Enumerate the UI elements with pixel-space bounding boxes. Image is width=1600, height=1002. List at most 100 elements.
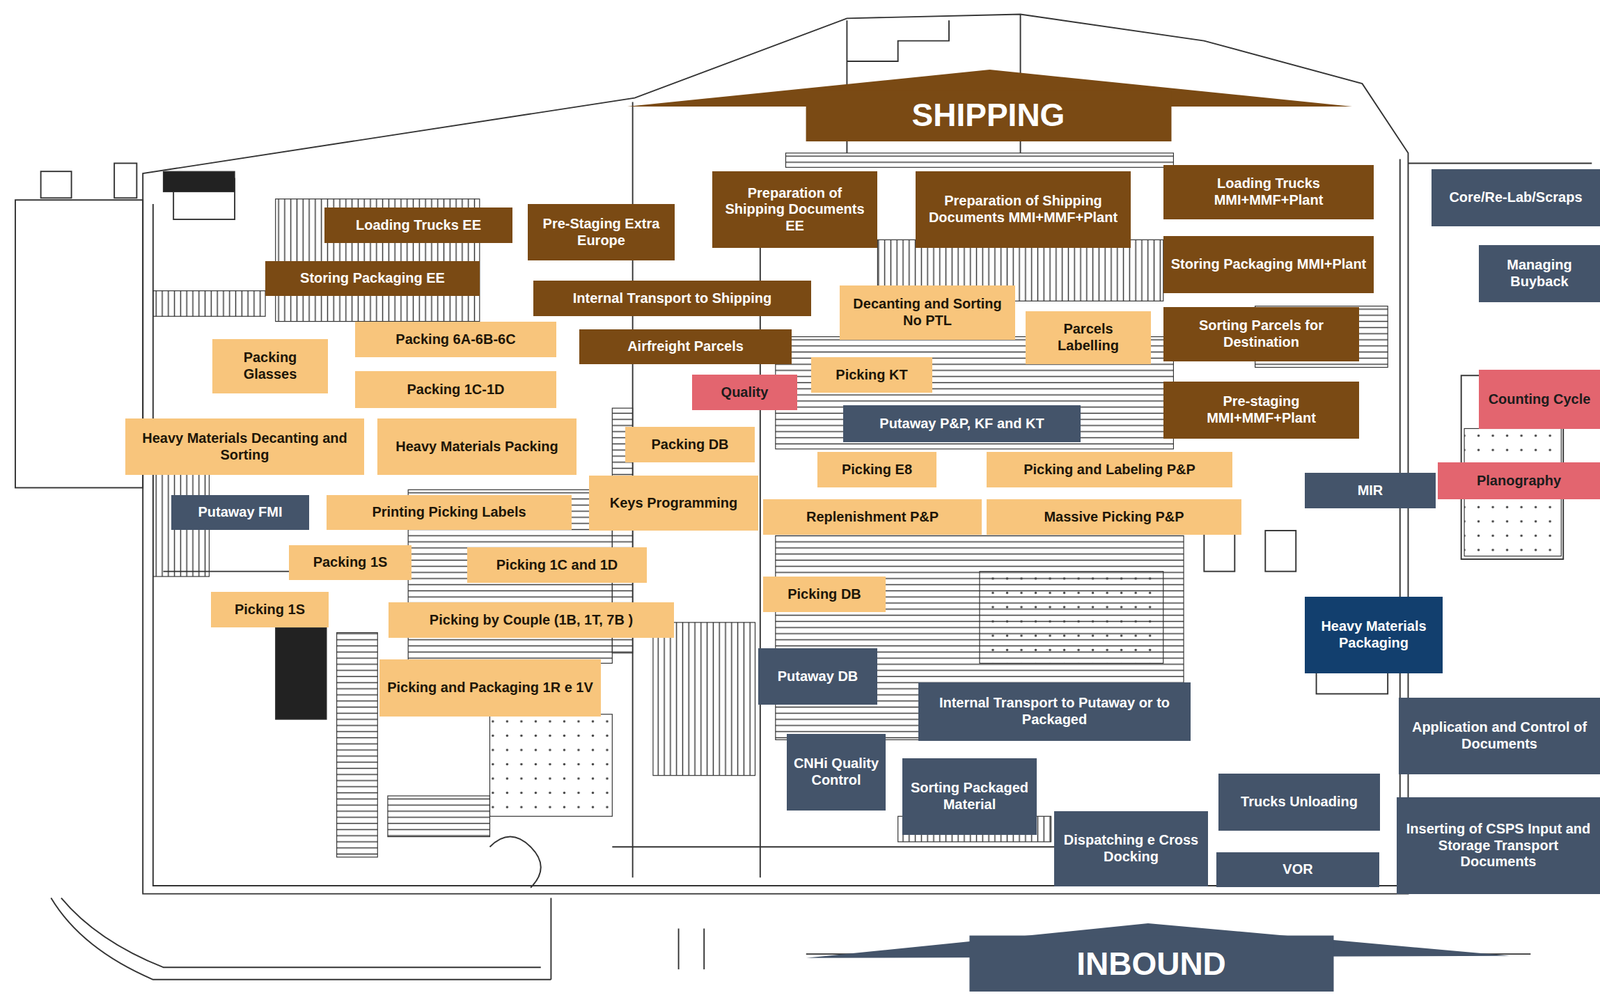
area-label: Picking E8 xyxy=(841,461,913,479)
quality-box: Counting Cycle xyxy=(1478,369,1600,429)
area-label: Counting Cycle xyxy=(1488,391,1591,409)
inbound-box: VOR xyxy=(1216,852,1380,888)
task-box: Picking 1S xyxy=(210,591,329,628)
arrow-body xyxy=(806,89,1172,142)
area-label: Quality xyxy=(721,384,769,402)
inbound-box: Trucks Unloading xyxy=(1218,773,1380,831)
area-label: Preparation of Shipping Documents EE xyxy=(717,185,872,235)
area-label: MIR xyxy=(1357,482,1384,500)
inbound-arrow: INBOUND xyxy=(806,923,1511,992)
task-box: Packing Glasses xyxy=(212,339,328,394)
area-label: Parcels Labelling xyxy=(1031,320,1146,354)
inbound-box: CNHi Quality Control xyxy=(786,733,886,811)
area-label: Preparation of Shipping Documents MMI+MM… xyxy=(921,192,1126,226)
area-label: Heavy Materials Packing xyxy=(395,438,558,456)
building-outline xyxy=(15,14,1592,980)
area-label: Core/Re-Lab/Scraps xyxy=(1448,189,1582,207)
shipping-box: Internal Transport to Shipping xyxy=(533,280,812,317)
inbound-box: Sorting Packaged Material xyxy=(902,758,1037,835)
shipping-box: Sorting Parcels for Destination xyxy=(1163,307,1360,362)
task-box: Packing DB xyxy=(625,426,755,463)
area-label: Planography xyxy=(1476,472,1562,490)
task-box: Keys Programming xyxy=(589,475,759,531)
task-box: Picking and Labeling P&P xyxy=(986,451,1233,488)
area-label: Inserting of CSPS Input and Storage Tran… xyxy=(1402,820,1595,871)
area-label: Putaway FMI xyxy=(197,504,282,521)
area-label: Picking and Packaging 1R e 1V xyxy=(387,679,594,697)
task-box: Packing 6A-6B-6C xyxy=(355,321,557,358)
area-label: Printing Picking Labels xyxy=(371,504,526,521)
inbound-box: Core/Re-Lab/Scraps xyxy=(1431,169,1600,227)
shipping-box: Airfreight Parcels xyxy=(579,329,792,365)
area-label: Pre-Staging Extra Europe xyxy=(533,215,670,249)
task-box: Picking KT xyxy=(811,357,933,393)
area-label: Replenishment P&P xyxy=(806,508,939,526)
shipping-box: Storing Packaging MMI+Plant xyxy=(1163,236,1374,294)
quality-box: Planography xyxy=(1437,462,1600,500)
area-label: Sorting Packaged Material xyxy=(907,779,1032,813)
inbound-box: Internal Transport to Putaway or to Pack… xyxy=(918,682,1191,741)
shipping-box: Preparation of Shipping Documents EE xyxy=(712,171,878,248)
shipping-box: Storing Packaging EE xyxy=(265,261,480,296)
task-box: Printing Picking Labels xyxy=(326,495,572,530)
inbound-box: Putaway DB xyxy=(758,648,878,705)
area-label: Putaway P&P, KF and KT xyxy=(879,415,1044,433)
area-label: INBOUND xyxy=(1076,944,1227,983)
area-label: Packing 1C-1D xyxy=(406,381,505,399)
area-label: Picking KT xyxy=(835,366,908,384)
task-box: Picking by Couple (1B, 1T, 7B ) xyxy=(388,602,674,638)
area-label: Picking DB xyxy=(787,586,862,603)
task-box: Massive Picking P&P xyxy=(986,499,1242,535)
area-label: Packing 1S xyxy=(313,554,388,571)
task-box: Parcels Labelling xyxy=(1025,311,1151,365)
inbound-box: Managing Buyback xyxy=(1478,245,1600,303)
area-label: Sorting Parcels for Destination xyxy=(1169,317,1354,351)
area-label: Decanting and Sorting No PTL xyxy=(845,295,1010,329)
area-label: Keys Programming xyxy=(609,495,738,512)
task-box: Picking DB xyxy=(763,576,886,613)
shipping-box: Preparation of Shipping Documents MMI+MM… xyxy=(915,171,1131,248)
shipping-arrow: SHIPPING xyxy=(627,69,1353,144)
inbound-box: Dispatching e Cross Docking xyxy=(1054,811,1209,887)
inbound-box: Putaway FMI xyxy=(171,495,310,530)
inbound-box: Application and Control of Documents xyxy=(1398,697,1600,775)
area-label: Picking 1S xyxy=(234,601,305,619)
area-label: Picking and Labeling P&P xyxy=(1023,461,1196,479)
inbound-box: MIR xyxy=(1304,472,1436,509)
area-label: SHIPPING xyxy=(912,96,1066,134)
area-label: Putaway DB xyxy=(777,668,859,686)
task-box: Packing 1S xyxy=(288,545,412,580)
area-label: Storing Packaging EE xyxy=(300,270,445,287)
area-label: Heavy Materials Packaging xyxy=(1310,618,1438,652)
task-box: Decanting and Sorting No PTL xyxy=(839,285,1016,340)
area-label: Application and Control of Documents xyxy=(1404,719,1595,752)
task-box: Picking E8 xyxy=(817,451,937,488)
task-box: Heavy Materials Decanting and Sorting xyxy=(125,418,365,475)
area-label: Loading Trucks EE xyxy=(355,217,482,234)
area-label: Managing Buyback xyxy=(1484,256,1595,290)
task-box: Picking 1C and 1D xyxy=(467,547,647,583)
area-label: Packing DB xyxy=(651,436,729,454)
area-label: Storing Packaging MMI+Plant xyxy=(1171,256,1367,273)
area-label: CNHi Quality Control xyxy=(792,755,881,789)
area-label: Pre-staging MMI+MMF+Plant xyxy=(1169,393,1354,427)
area-label: Packing 6A-6B-6C xyxy=(395,331,516,349)
task-box: Replenishment P&P xyxy=(763,499,982,535)
task-box: Picking and Packaging 1R e 1V xyxy=(379,659,601,717)
shipping-box: Loading Trucks MMI+MMF+Plant xyxy=(1163,165,1374,220)
area-label: Picking by Couple (1B, 1T, 7B ) xyxy=(429,612,633,629)
area-label: VOR xyxy=(1282,861,1313,878)
area-label: Massive Picking P&P xyxy=(1043,508,1184,526)
area-label: Packing Glasses xyxy=(217,349,323,383)
task-box: Heavy Materials Packing xyxy=(377,418,577,475)
shipping-box: Pre-staging MMI+MMF+Plant xyxy=(1163,381,1360,439)
area-label: Airfreight Parcels xyxy=(627,338,744,356)
inbound-box: Putaway P&P, KF and KT xyxy=(843,405,1081,443)
area-label: Internal Transport to Putaway or to Pack… xyxy=(923,694,1186,728)
arrow-body xyxy=(969,935,1334,992)
area-label: Picking 1C and 1D xyxy=(496,557,619,574)
packaging-box: Heavy Materials Packaging xyxy=(1304,596,1443,674)
shipping-box: Pre-Staging Extra Europe xyxy=(527,204,675,261)
shipping-box: Loading Trucks EE xyxy=(324,207,513,243)
inbound-box: Inserting of CSPS Input and Storage Tran… xyxy=(1396,797,1600,894)
